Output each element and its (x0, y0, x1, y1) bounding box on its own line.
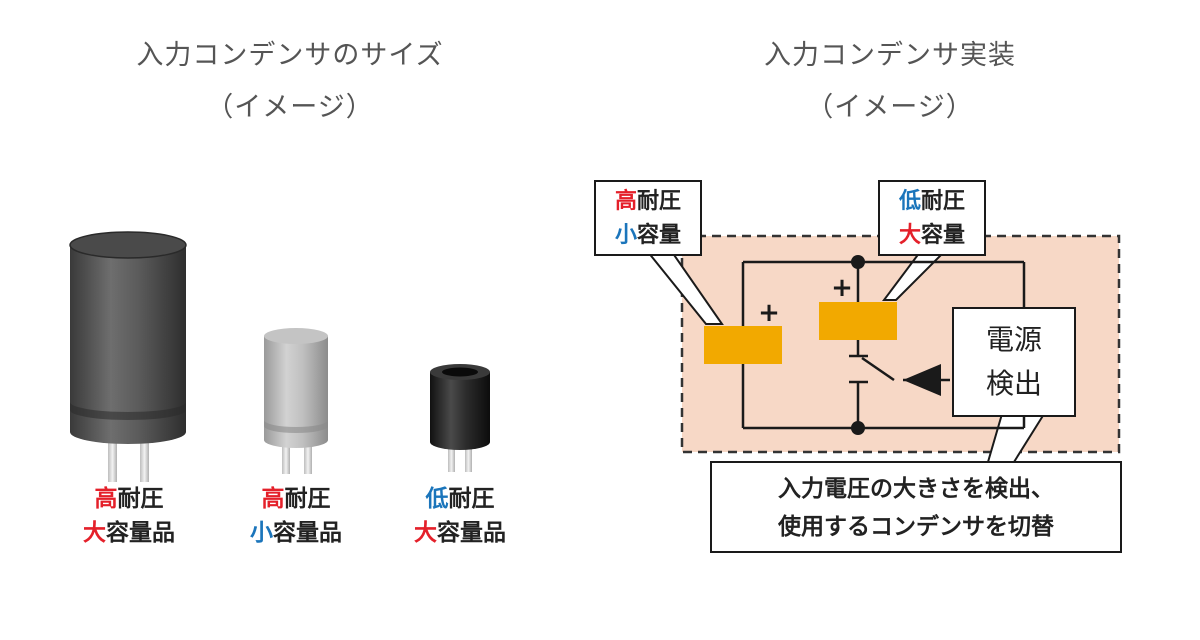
label-accent: 高 (261, 486, 285, 512)
detector-line1: 電源 (985, 323, 1042, 356)
label-text: 耐圧 (117, 486, 164, 512)
callout-accent: 低 (898, 189, 921, 214)
callout-low-voltage: 低耐圧 大容量 (878, 180, 986, 256)
capacitor-label-medium: 高耐圧 小容量品 (221, 482, 371, 550)
callout-text: 容量 (921, 223, 966, 248)
capacitor-label-small: 低耐圧 大容量品 (385, 482, 535, 550)
callout-text: 耐圧 (637, 189, 682, 214)
caption-line1: 入力電圧の大きさを検出、 (778, 476, 1054, 502)
detector-line2: 検出 (985, 367, 1042, 400)
right-title-line1: 入力コンデンサ実装 (764, 40, 1016, 71)
callout-text: 容量 (637, 223, 682, 248)
power-detector-box: 電源 検出 (952, 307, 1076, 417)
label-text: 耐圧 (448, 486, 495, 512)
callout-accent: 高 (614, 189, 637, 214)
label-accent: 大 (83, 520, 106, 546)
capacitor-low-voltage (819, 302, 897, 340)
callout-high-voltage: 高耐圧 小容量 (594, 180, 702, 256)
label-text: 容量品 (273, 520, 342, 546)
left-panel-title: 入力コンデンサのサイズ （イメージ） (40, 30, 540, 134)
capacitor-high-voltage (704, 326, 782, 364)
callout-accent: 大 (898, 223, 921, 248)
left-title-line2: （イメージ） (206, 92, 374, 123)
right-panel-title: 入力コンデンサ実装 （イメージ） (640, 30, 1140, 134)
right-title-line2: （イメージ） (806, 92, 974, 123)
callout-text: 耐圧 (921, 189, 966, 214)
left-title-line1: 入力コンデンサのサイズ (136, 40, 444, 71)
label-accent: 高 (94, 486, 118, 512)
label-accent: 大 (414, 520, 437, 546)
label-text: 容量品 (106, 520, 175, 546)
caption-line2: 使用するコンデンサを切替 (778, 514, 1054, 540)
label-text: 容量品 (437, 520, 506, 546)
label-accent: 低 (425, 486, 449, 512)
capacitor-label-large: 高耐圧 大容量品 (54, 482, 204, 550)
label-accent: 小 (250, 520, 273, 546)
callout-accent: 小 (614, 223, 637, 248)
plus-sign-low: + (831, 273, 853, 303)
large-capacitor-illustration (69, 231, 187, 482)
small-capacitor-illustration (430, 364, 490, 472)
label-text: 耐圧 (284, 486, 331, 512)
plus-sign-high: + (758, 298, 780, 328)
switch-arrow-icon (903, 364, 941, 396)
medium-capacitor-illustration (264, 328, 328, 474)
caption-box: 入力電圧の大きさを検出、 使用するコンデンサを切替 (710, 461, 1122, 553)
